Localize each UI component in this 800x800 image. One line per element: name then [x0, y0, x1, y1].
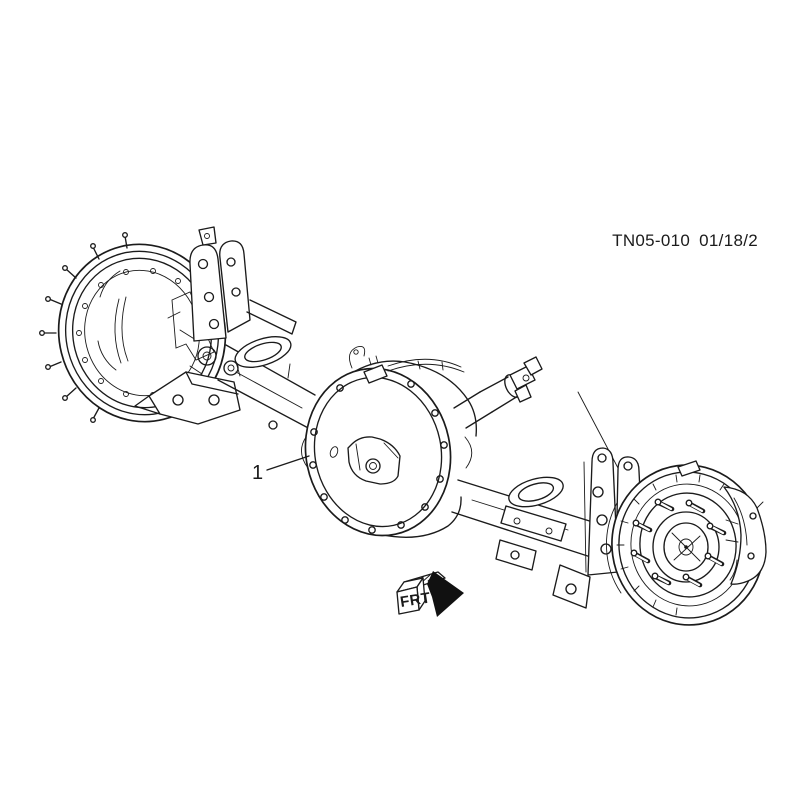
callout-1-label: 1 — [252, 462, 263, 484]
rotor-vent-ticks — [616, 474, 725, 616]
callout-1: 1 — [252, 455, 310, 484]
pinion-yoke — [453, 356, 543, 429]
frt-direction-arrow: FRT — [396, 571, 464, 617]
left-shock-bracket — [134, 371, 241, 425]
frt-arrowhead — [427, 571, 464, 617]
cover-bolts — [309, 370, 448, 534]
differential-cover — [304, 345, 465, 537]
left-axle-tube — [217, 336, 316, 431]
callout-leader-line — [266, 455, 310, 471]
document-reference: TN05-010 01/18/2 — [612, 231, 758, 250]
vent-and-brake-lines — [348, 345, 465, 384]
right-brake-caliper — [723, 486, 767, 585]
frt-label: FRT — [399, 589, 432, 611]
left-wheel-studs — [39, 232, 128, 423]
right-axle-tube — [451, 391, 619, 571]
left-spring-hanger-bracket — [189, 226, 297, 342]
right-wheel-studs — [630, 498, 727, 588]
